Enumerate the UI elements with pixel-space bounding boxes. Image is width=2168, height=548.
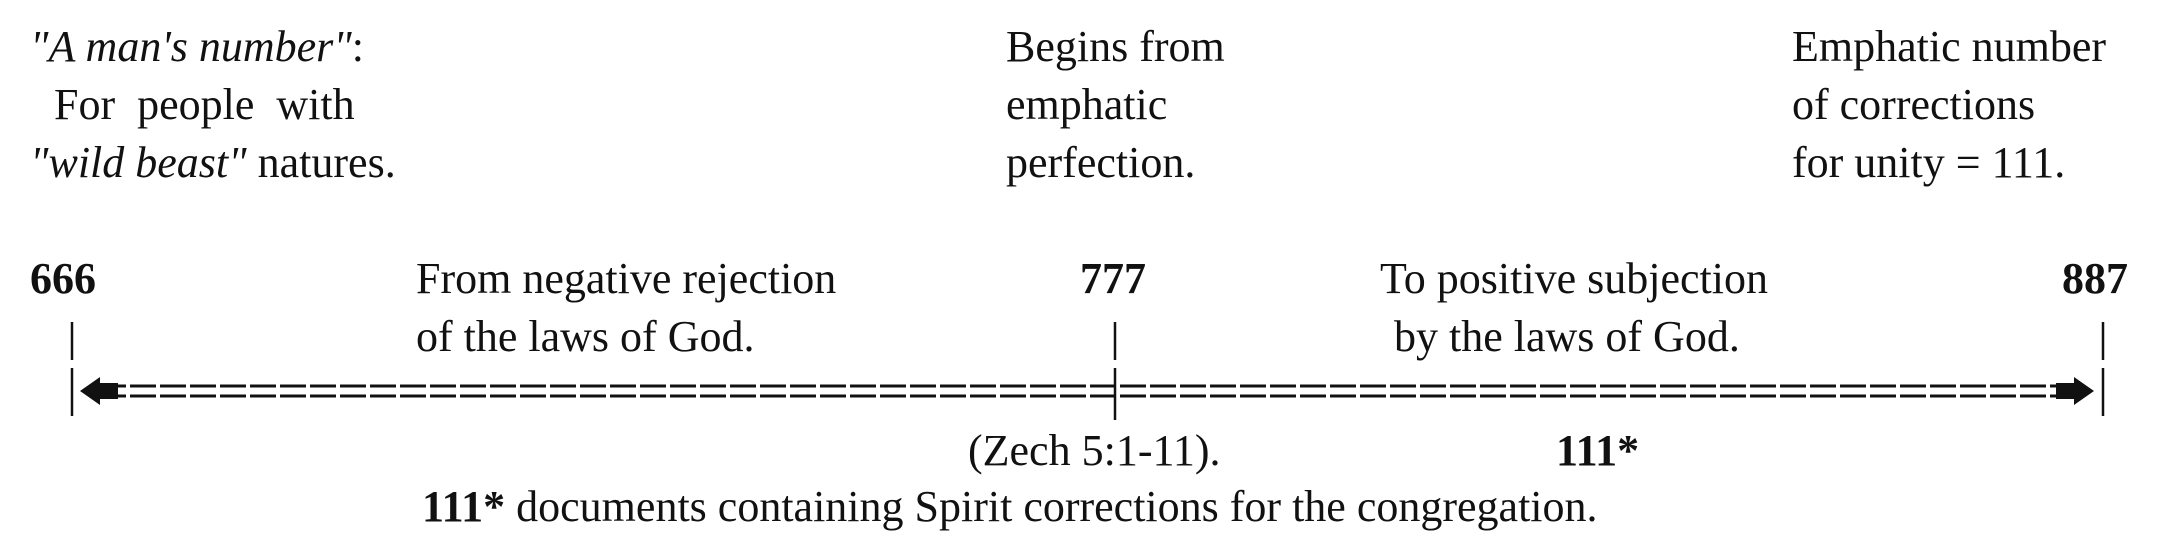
positive-subjection-line: To positive subjection	[1380, 254, 1768, 303]
mans-number-colon: :	[351, 22, 365, 71]
laws-of-god-line-left: of the laws of God.	[416, 312, 755, 361]
footnote-text: documents containing Spirit corrections …	[505, 482, 1598, 531]
arrow-right	[2056, 377, 2094, 405]
wild-beast-quote: "wild beast"	[30, 138, 247, 187]
footnote-documents: 111* documents containing Spirit correct…	[422, 478, 1598, 536]
people-with-line: For people with	[54, 80, 355, 129]
annotation-mans-number: "A man's number": For people with "wild …	[30, 18, 396, 192]
annotation-corrections-for-unity: Emphatic number of corrections for unity…	[1792, 18, 2106, 192]
laws-of-god-line-right: by the laws of God.	[1394, 312, 1740, 361]
emphatic-number-line: Emphatic number	[1792, 22, 2107, 71]
marker-666: 666	[30, 254, 96, 303]
caption-positive-subjection: To positive subjection by the laws of Go…	[1380, 250, 1768, 366]
marker-777: 777	[1080, 254, 1146, 303]
for-unity-line: for unity = 111.	[1792, 138, 2066, 187]
emphatic-line: emphatic	[1006, 80, 1168, 129]
marker-887: 887	[2062, 254, 2128, 303]
mans-number-quote: "A man's number"	[30, 22, 352, 71]
zechariah-reference: (Zech 5:1-11).	[968, 426, 1221, 475]
of-corrections-line: of corrections	[1792, 80, 2036, 129]
footnote-count: 111*	[422, 482, 506, 531]
arrow-left	[80, 377, 118, 405]
count-111-label: 111*	[1556, 426, 1640, 475]
annotation-emphatic-perfection: Begins from emphatic perfection.	[1006, 18, 1225, 192]
begins-from-line: Begins from	[1006, 22, 1225, 71]
negative-rejection-line: From negative rejection	[416, 254, 837, 303]
caption-negative-rejection: From negative rejection of the laws of G…	[416, 250, 836, 366]
natures-text: natures.	[246, 138, 396, 187]
perfection-line: perfection.	[1006, 138, 1196, 187]
